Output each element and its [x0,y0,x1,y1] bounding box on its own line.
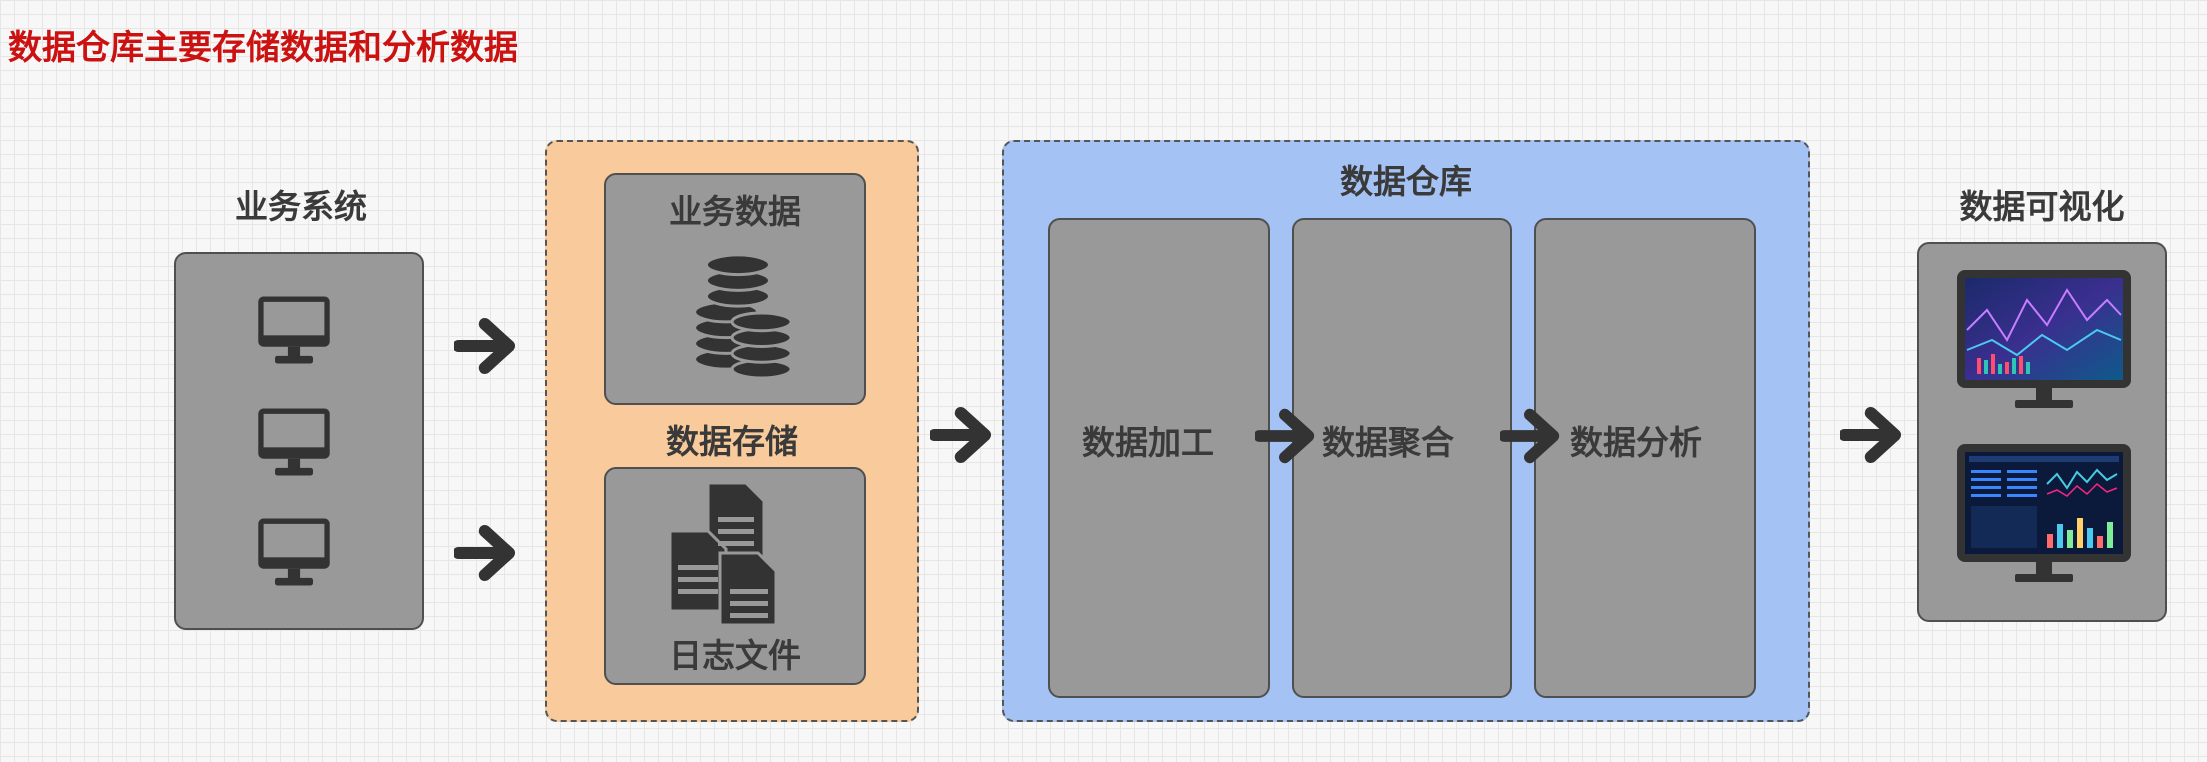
data-visualization-node[interactable] [1917,242,2167,622]
business-data-node[interactable]: 业务数据 [604,173,866,405]
arrow-icon [1255,404,1319,468]
arrow-icon [930,402,996,468]
arrow-icon [1840,402,1906,468]
monitor-icon [256,514,332,590]
stage-aggregation-node[interactable] [1292,218,1512,698]
stage-analysis-label: 数据分析 [1570,423,1702,462]
database-icon [666,249,806,377]
data-visualization-label: 数据可视化 [1959,187,2125,226]
data-warehouse-label: 数据仓库 [1340,162,1472,201]
log-files-node[interactable]: 日志文件 [604,467,866,685]
arrow-icon [454,520,520,586]
stage-processing-label: 数据加工 [1082,423,1214,462]
dashboard-screen-icon [1957,444,2131,590]
business-system-node[interactable] [174,252,424,630]
arrow-icon [454,313,520,379]
log-files-label: 日志文件 [669,636,801,675]
business-data-label: 业务数据 [669,192,801,231]
monitor-icon [256,404,332,480]
files-icon [666,479,796,629]
stage-processing-node[interactable] [1048,218,1270,698]
page-title: 数据仓库主要存储数据和分析数据 [8,28,518,68]
stage-aggregation-label: 数据聚合 [1322,423,1454,462]
dashboard-screen-icon [1957,270,2131,416]
data-storage-label: 数据存储 [666,422,798,461]
business-system-label: 业务系统 [235,187,367,226]
monitor-icon [256,292,332,368]
arrow-icon [1500,404,1564,468]
